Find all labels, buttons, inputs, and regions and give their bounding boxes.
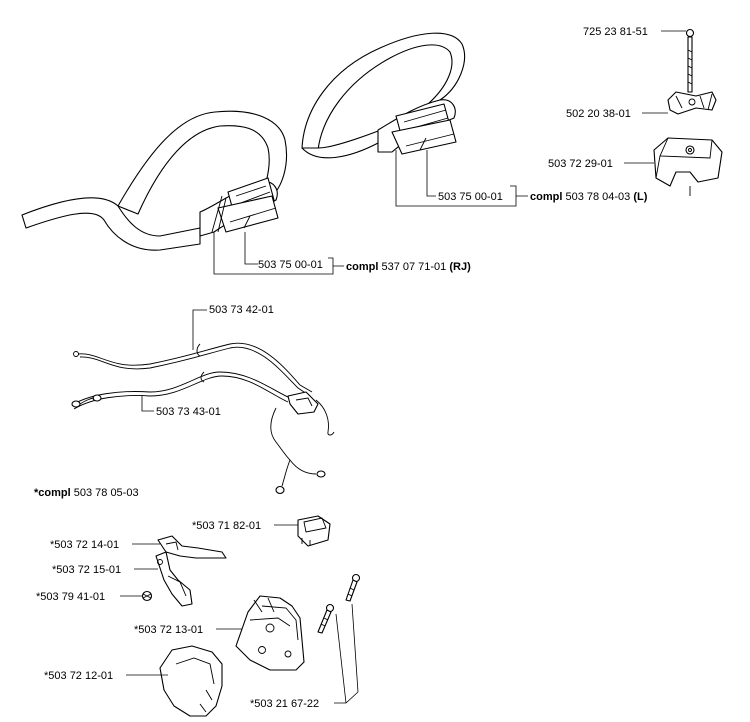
leader-cable-lower [141, 396, 154, 412]
leader-cable-upper [192, 309, 207, 350]
clamp-knob [667, 91, 717, 115]
callout-cable-lower: 503 73 43-01 [156, 406, 221, 418]
callout-bracket-right: 503 75 00-01 [438, 191, 503, 203]
callout-spring: *503 79 41-01 [36, 591, 105, 603]
cable-harness [71, 342, 335, 495]
stop-switch [297, 515, 331, 547]
handle-housing-right [235, 595, 305, 671]
callout-bracket-left: 503 75 00-01 [258, 259, 323, 271]
callout-compl-left: compl 537 07 71-01 (RJ) [346, 261, 471, 273]
callout-compl-cable: *compl 503 78 05-03 [34, 487, 139, 499]
callout-lockout: *503 72 15-01 [52, 564, 121, 576]
callout-knob: 502 20 38-01 [566, 108, 631, 120]
screw-upper [345, 573, 361, 602]
callout-housing-right: *503 72 13-01 [134, 624, 203, 636]
clamp-bolt [685, 28, 695, 93]
leader-bracket-right [395, 150, 528, 207]
loop-handle-left [21, 110, 288, 251]
callout-compl-right: compl 503 78 04-03 (L) [530, 191, 648, 203]
callout-bolt: 725 23 81-51 [583, 26, 648, 38]
callout-switch: *503 71 82-01 [192, 520, 261, 532]
callout-cap: 503 72 29-01 [548, 158, 613, 170]
callout-screws: *503 21 67-22 [250, 698, 319, 710]
leader-screws [334, 603, 359, 704]
loop-handle-right [301, 32, 466, 159]
callout-cable-upper: 503 73 42-01 [209, 304, 274, 316]
leader-bracket-left [213, 232, 344, 275]
throttle-trigger [157, 535, 227, 559]
handle-housing-left [159, 645, 223, 717]
clamp-cap [653, 137, 723, 187]
callout-trigger: *503 72 14-01 [50, 539, 119, 551]
spring [141, 590, 153, 602]
screw-lower [317, 603, 335, 634]
lockout-lever [155, 551, 193, 607]
callout-housing-left: *503 72 12-01 [44, 670, 113, 682]
